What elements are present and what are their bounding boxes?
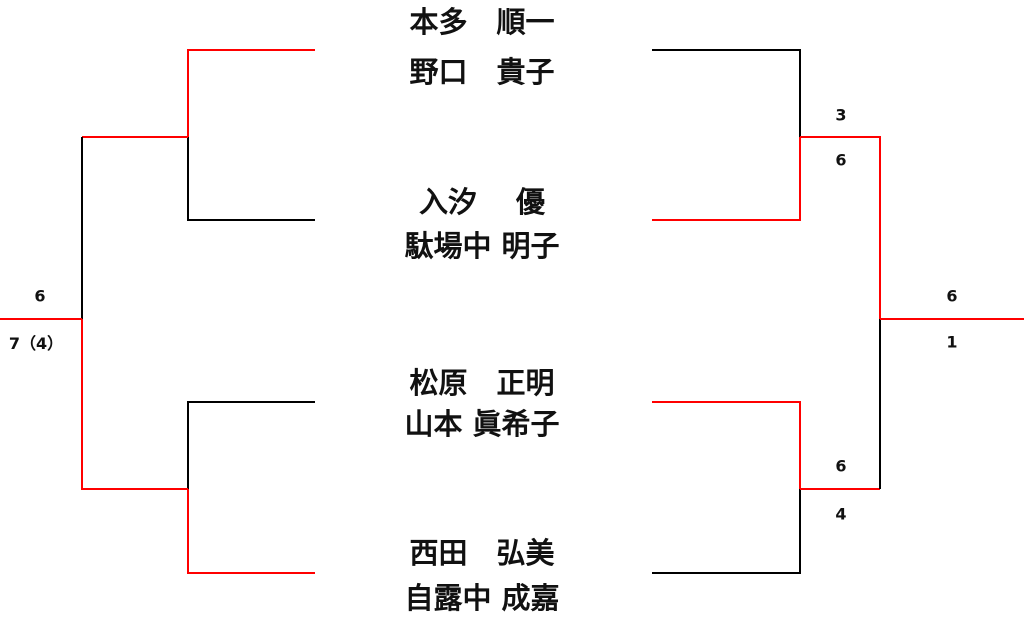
right-semi1-score-bottom: 6	[835, 150, 847, 170]
left-line-pair1	[187, 49, 315, 137]
pair1-player2: 野口 貴子	[409, 55, 555, 89]
pair2-player1: 入汐 優	[418, 185, 546, 219]
right-line-pair1	[652, 49, 801, 137]
right-semi2-score-top: 6	[835, 456, 847, 476]
right-semi2-score-bottom: 4	[835, 504, 847, 524]
right-line-pair2	[652, 137, 801, 221]
right-final-score-top: 6	[946, 286, 958, 306]
pair4-player2: 自露中 成嘉	[404, 581, 560, 615]
left-line-pair4	[187, 489, 315, 574]
pair3-player2: 山本 眞希子	[404, 407, 560, 441]
left-line-pair3	[187, 401, 315, 489]
right-line-pair3	[652, 401, 801, 489]
right-line-pair4	[652, 489, 801, 574]
left-line-pair2	[187, 137, 315, 221]
pair3-player1: 松原 正明	[409, 366, 555, 400]
left-line-semi2	[81, 319, 188, 490]
pair2-player2: 駄場中 明子	[404, 229, 560, 263]
right-final-score-bottom: 1	[946, 332, 958, 352]
pair1-player1: 本多 順一	[409, 5, 555, 39]
left-final-score-top: 6	[34, 286, 46, 306]
pair4-player1: 西田 弘美	[409, 536, 555, 570]
right-semi1-score-top: 3	[835, 105, 847, 125]
right-line-semi1	[800, 136, 881, 319]
left-final-score-bottom: 7（4）	[8, 334, 64, 353]
